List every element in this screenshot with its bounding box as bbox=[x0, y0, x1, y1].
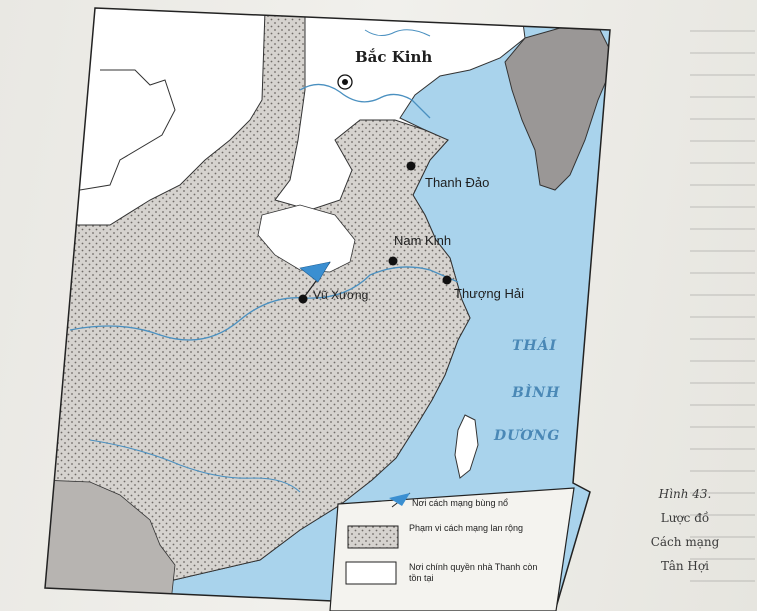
figure-number: Hình 43. bbox=[658, 487, 712, 501]
qing-pocket-central bbox=[257, 204, 356, 273]
bleed-through-text bbox=[690, 30, 755, 590]
legend-white-swatch bbox=[345, 561, 397, 585]
northern-border bbox=[59, 69, 176, 191]
caption-line-3: Tân Hợi bbox=[661, 559, 709, 573]
yangtze-river bbox=[69, 266, 459, 341]
caption-line-1: Lược đồ bbox=[660, 511, 710, 525]
legend-flag-icon bbox=[389, 493, 410, 506]
ocean-label-line-2: BÌNH bbox=[512, 385, 561, 401]
city-label-thanh-dao: Thanh Đảo bbox=[425, 175, 490, 190]
capital-label: Bắc Kinh bbox=[355, 48, 433, 66]
taiwan bbox=[454, 414, 479, 479]
legend-dotted-swatch bbox=[347, 525, 399, 549]
city-label-thuong-hai: Thượng Hải bbox=[454, 286, 524, 301]
caption-line-2: Cách mạng bbox=[650, 535, 720, 549]
revolution-area bbox=[45, 9, 471, 611]
city-marker-thuong-hai bbox=[442, 275, 452, 285]
northeast-river bbox=[364, 29, 431, 37]
figure-caption: Hình 43. Lược đồ Cách mạng Tân Hợi bbox=[630, 482, 740, 578]
legend-revolution-range-label: Phạm vi cách mạng lan rộng bbox=[409, 523, 524, 533]
legend-qing-remaining-label: Nơi chính quyền nhà Thanh còn tồn tại bbox=[409, 562, 538, 583]
pearl-river bbox=[89, 439, 301, 493]
city-label-vu-xuong: Vũ Xương bbox=[313, 288, 369, 302]
city-marker-nam-kinh bbox=[388, 256, 398, 266]
southwest-neighbour bbox=[45, 479, 176, 611]
map-border bbox=[44, 7, 611, 611]
ocean-label-line-3: DƯƠNG bbox=[494, 428, 561, 444]
uprising-flag-icon bbox=[299, 261, 331, 283]
capital-marker-dot bbox=[342, 79, 348, 85]
legend-uprising-label: Nơi cách mạng bùng nổ bbox=[412, 498, 508, 508]
city-label-nam-kinh: Nam Kinh bbox=[394, 233, 452, 248]
city-marker-vu-xuong bbox=[298, 294, 308, 304]
city-marker-thanh-dao bbox=[406, 161, 416, 171]
korea bbox=[504, 27, 610, 191]
ocean-label-line-1: THÁI bbox=[512, 338, 558, 354]
yellow-river bbox=[299, 83, 431, 119]
